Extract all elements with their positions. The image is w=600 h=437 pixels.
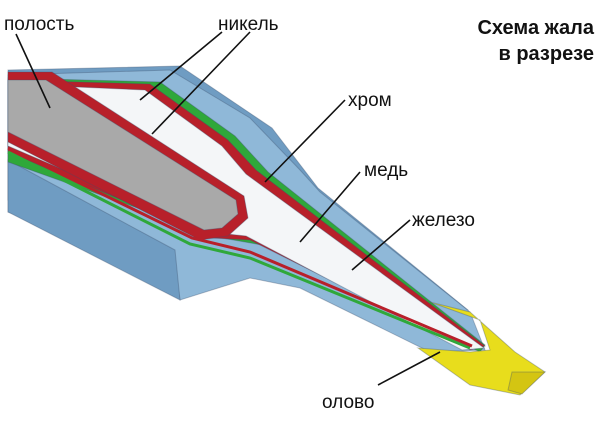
leader-nickel-2 (151, 31, 251, 135)
nickel-layer-lower-line (7, 146, 473, 348)
iron-layer-lower-line (7, 150, 471, 350)
leader-tin (377, 351, 441, 386)
label-nickel: никель (218, 14, 279, 35)
label-copper: медь (364, 160, 408, 181)
tin-tip-face (507, 371, 547, 395)
leader-cavity (15, 33, 51, 109)
leader-nickel-1 (139, 31, 223, 101)
diagram-title-line1: Схема жала (477, 17, 594, 39)
tin-coating (416, 301, 546, 396)
label-chrome: хром (348, 90, 392, 111)
chrome-layer-lower-facet (7, 159, 181, 301)
leader-copper (299, 171, 361, 243)
leader-iron (351, 219, 411, 271)
label-iron: железо (412, 210, 475, 231)
cavity (7, 79, 239, 231)
label-tin: олово (322, 392, 374, 413)
label-cavity: полость (4, 14, 75, 35)
diagram-title-line2: в разрезе (498, 43, 594, 65)
leader-chrome (264, 99, 346, 183)
